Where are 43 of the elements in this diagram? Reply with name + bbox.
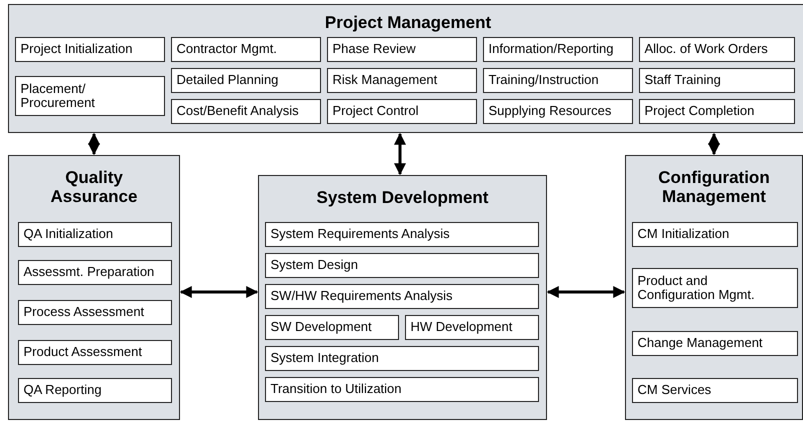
group-panel (625, 155, 803, 420)
process-box: CM Initialization (632, 222, 798, 246)
process-box: HW Development (404, 314, 538, 340)
group-title: Project Management (324, 13, 492, 32)
process-box: Transition to Utilization (264, 376, 538, 402)
double-arrow (180, 286, 258, 298)
process-box: Cost/Benefit Analysis (170, 98, 320, 124)
process-box: Product and Configuration Mgmt. (632, 268, 798, 308)
process-box: Project Initialization (14, 36, 164, 62)
double-arrow (394, 132, 406, 176)
process-box: Phase Review (326, 36, 476, 62)
process-box: QA Initialization (18, 222, 172, 246)
double-arrow (546, 286, 626, 298)
process-box: Contractor Mgmt. (170, 36, 320, 62)
double-arrow (88, 132, 100, 156)
process-box: Product Assessment (18, 340, 172, 364)
process-box: System Integration (264, 346, 538, 370)
group-title: System Development (316, 188, 488, 207)
group-panel (258, 175, 547, 420)
process-box: CM Services (632, 378, 798, 402)
process-box: Change Management (632, 330, 798, 356)
process-box: Assessmt. Preparation (18, 260, 172, 284)
process-box: Detailed Planning (170, 68, 320, 92)
process-box: SW/HW Requirements Analysis (264, 284, 538, 308)
group-panel (8, 4, 803, 133)
process-box: Supplying Resources (482, 98, 632, 124)
double-arrow (708, 132, 720, 156)
process-box: Training/Instruction (482, 68, 632, 92)
process-box: Alloc. of Work Orders (638, 36, 794, 62)
process-box: System Requirements Analysis (264, 222, 538, 246)
process-box: Risk Management (326, 68, 476, 92)
process-box: SW Development (264, 314, 398, 340)
process-box: Project Control (326, 98, 476, 124)
group-title: Quality Assurance (50, 168, 138, 206)
group-title: Configuration Management (657, 168, 771, 206)
process-box: QA Reporting (18, 378, 172, 402)
process-box: Process Assessment (18, 300, 172, 324)
process-box: Placement/ Procurement (14, 76, 164, 116)
process-box: Information/Reporting (482, 36, 632, 62)
process-box: Project Completion (638, 98, 794, 124)
process-box: System Design (264, 252, 538, 278)
group-panel (8, 155, 180, 420)
process-box: Staff Training (638, 68, 794, 92)
